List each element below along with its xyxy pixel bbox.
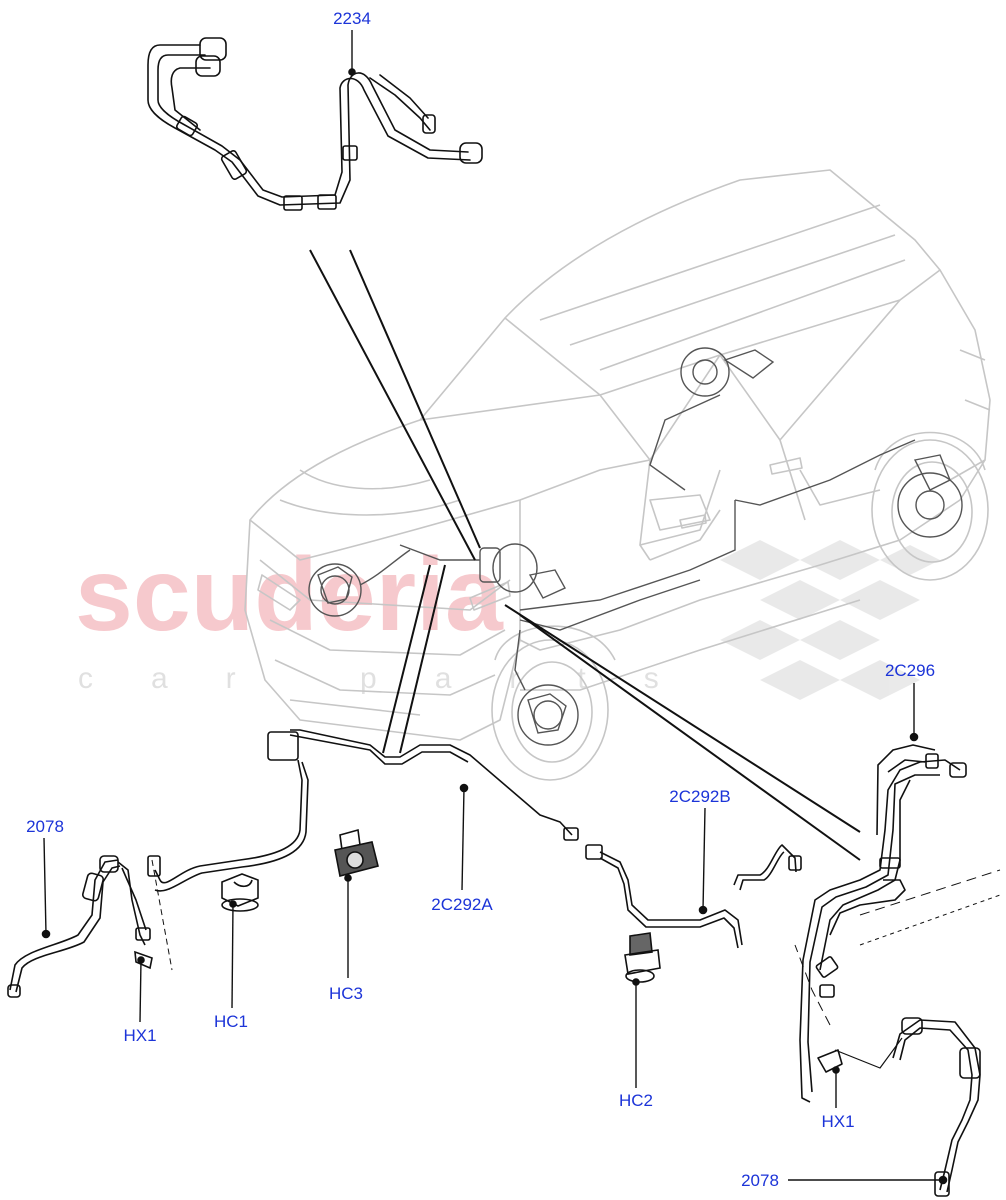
callout-2234: 2234 (333, 9, 371, 28)
callout-hc2: HC2 (619, 1091, 653, 1110)
part-2234-pipe-assembly (147, 37, 483, 211)
part-2078-right-hose (794, 869, 1001, 1197)
callout-2c292a: 2C292A (431, 895, 493, 914)
callout-hx1-left: HX1 (123, 1026, 156, 1045)
pipe-junction-block (267, 731, 299, 761)
vehicle-brake-components (308, 347, 963, 746)
callout-leaders (43, 30, 943, 1181)
clip-hc2 (624, 932, 661, 986)
callout-2078-left: 2078 (26, 817, 64, 836)
callout-2078-right: 2078 (741, 1171, 779, 1190)
callout-2c292b: 2C292B (669, 787, 730, 806)
callout-hc3: HC3 (329, 984, 363, 1003)
part-2c292b-pipe (585, 844, 802, 949)
watermark: scuderia car parts (75, 537, 940, 700)
clip-hx1-left (134, 950, 153, 970)
callout-hc1: HC1 (214, 1012, 248, 1031)
part-2c296-pipe-bundle (799, 732, 967, 1103)
clip-hc1 (221, 873, 259, 912)
clip-hc3 (334, 828, 379, 882)
callout-2c296: 2C296 (885, 661, 935, 680)
vehicle-outline (244, 169, 991, 781)
watermark-main-text: scuderia (75, 537, 504, 653)
part-2078-left-hose (7, 855, 173, 998)
callout-labels: 2234 2C296 2078 2C292B 2C292A HC3 HX1 HC… (26, 9, 935, 1190)
part-2c292a-pipe (147, 729, 579, 892)
checkered-flag-graphic (720, 540, 940, 700)
callout-hx1-right: HX1 (821, 1112, 854, 1131)
leader-lines (309, 249, 861, 861)
